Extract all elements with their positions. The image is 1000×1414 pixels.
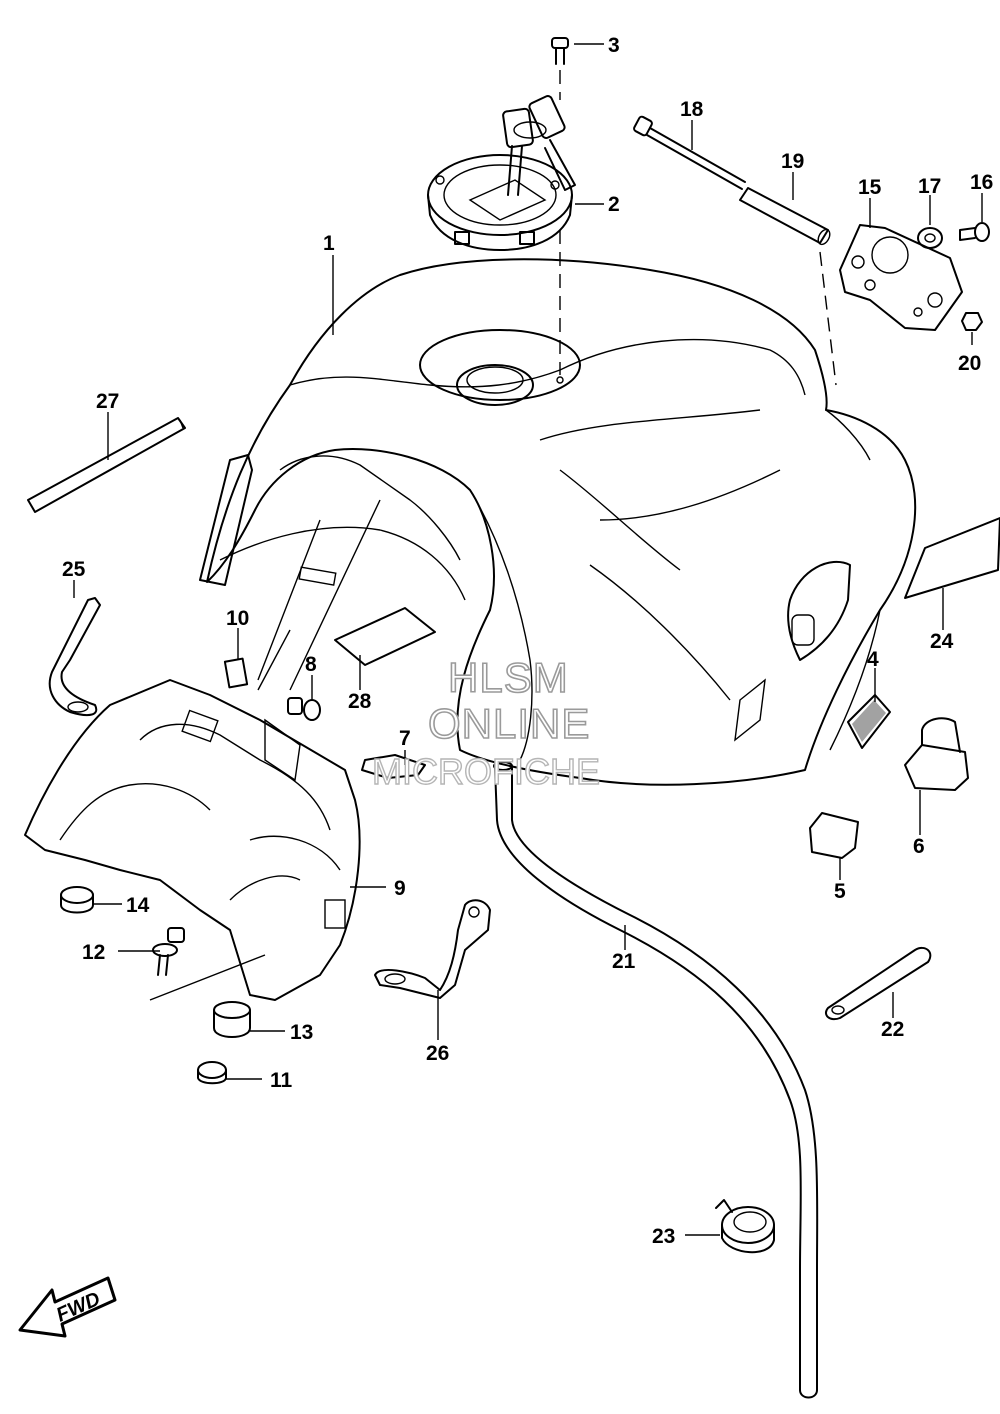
damper-part-13 xyxy=(213,1001,251,1038)
watermark-line-1: HLSM xyxy=(448,654,569,701)
callout-13: 13 xyxy=(290,1021,313,1044)
callout-3: 3 xyxy=(608,34,620,57)
watermark: HLSM ONLINE MICROFICHE xyxy=(371,653,600,793)
fuel-tank-part-1 xyxy=(199,258,917,786)
hose-part-21 xyxy=(493,761,819,1399)
label-part-28 xyxy=(334,607,436,666)
callout-18: 18 xyxy=(680,98,704,121)
callout-17: 17 xyxy=(918,175,941,198)
clamp-part-23 xyxy=(715,1199,775,1254)
callout-2: 2 xyxy=(608,193,620,216)
strip-part-27 xyxy=(27,417,186,513)
callout-7: 7 xyxy=(399,727,411,750)
forward-direction-arrow: FWD xyxy=(18,1276,117,1338)
cap-part-6 xyxy=(904,717,969,791)
nut-part-17 xyxy=(917,227,943,249)
cushion-part-5 xyxy=(809,812,859,859)
callout-15: 15 xyxy=(858,176,882,199)
callout-9: 9 xyxy=(394,877,406,900)
pad-part-4 xyxy=(847,694,891,749)
bracket-part-25 xyxy=(48,597,101,717)
watermark-line-2: ONLINE xyxy=(428,700,590,747)
fuel-cap-part-2 xyxy=(427,95,576,251)
callout-19: 19 xyxy=(781,150,804,173)
callout-25: 25 xyxy=(62,558,86,581)
callout-8: 8 xyxy=(305,653,317,676)
bolt-part-18 xyxy=(633,115,746,190)
watermark-line-3: MICROFICHE xyxy=(372,751,600,792)
callout-14: 14 xyxy=(126,894,150,917)
callout-24: 24 xyxy=(930,630,954,653)
callout-4: 4 xyxy=(867,648,879,671)
callout-labels: 1 2 3 4 5 6 7 8 9 10 11 12 13 14 15 16 1… xyxy=(62,34,993,1248)
callout-20: 20 xyxy=(958,352,981,375)
collar-part-11 xyxy=(197,1061,227,1085)
strap-part-22 xyxy=(824,946,932,1021)
callout-21: 21 xyxy=(612,950,636,973)
callout-10: 10 xyxy=(226,607,249,630)
callout-6: 6 xyxy=(913,835,925,858)
grommet-part-14 xyxy=(60,886,94,914)
screw-part-8 xyxy=(287,697,321,721)
nut-part-20 xyxy=(961,312,983,331)
callout-26: 26 xyxy=(426,1042,449,1065)
washer-part-10 xyxy=(223,657,249,689)
tube-part-19 xyxy=(739,187,831,246)
leader-lines xyxy=(73,43,983,1236)
bolt-part-16 xyxy=(959,222,990,242)
callout-16: 16 xyxy=(970,171,993,194)
bolt-part-12 xyxy=(149,927,266,1001)
bracket-part-15 xyxy=(839,224,963,331)
callout-27: 27 xyxy=(96,390,119,413)
label-part-24 xyxy=(904,517,1000,599)
bracket-part-26 xyxy=(374,899,491,999)
label-part-7 xyxy=(361,754,426,779)
callout-1: 1 xyxy=(323,232,335,255)
screw-part-3 xyxy=(551,37,569,100)
callout-23: 23 xyxy=(652,1225,675,1248)
callout-28: 28 xyxy=(348,690,372,713)
callout-11: 11 xyxy=(270,1069,293,1092)
callout-12: 12 xyxy=(82,941,105,964)
callout-5: 5 xyxy=(834,880,846,903)
cover-part-9 xyxy=(24,679,361,1001)
callout-22: 22 xyxy=(881,1018,904,1041)
